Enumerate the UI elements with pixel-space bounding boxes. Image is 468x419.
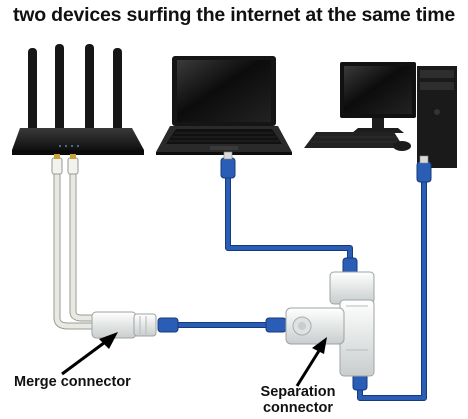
router-white-cables [53,168,100,330]
monitor [340,62,416,133]
merge-arrow [61,332,118,376]
separation-connector [285,271,375,377]
separation-arrow [295,337,327,387]
desktop-computer [304,62,457,168]
merge-connector [91,311,157,339]
blue-rj45-plugs [157,151,432,391]
router-antennas [28,44,122,136]
router-body [12,128,144,150]
tower-case [417,66,457,168]
keyboard [304,132,404,148]
blue-cables [173,173,427,401]
laptop-screen [177,60,271,122]
mouse [393,141,411,151]
laptop [156,56,292,155]
separation-connector-label: Separation connector [248,384,348,416]
router-status-lights [59,145,79,147]
separation-label-line1: Separation [260,384,336,400]
router [12,44,144,155]
separation-label-line2: connector [262,400,334,416]
merge-connector-label: Merge connector [14,374,131,390]
router-rj45-plugs [51,154,79,175]
diagram-title: two devices surfing the internet at the … [12,4,456,26]
